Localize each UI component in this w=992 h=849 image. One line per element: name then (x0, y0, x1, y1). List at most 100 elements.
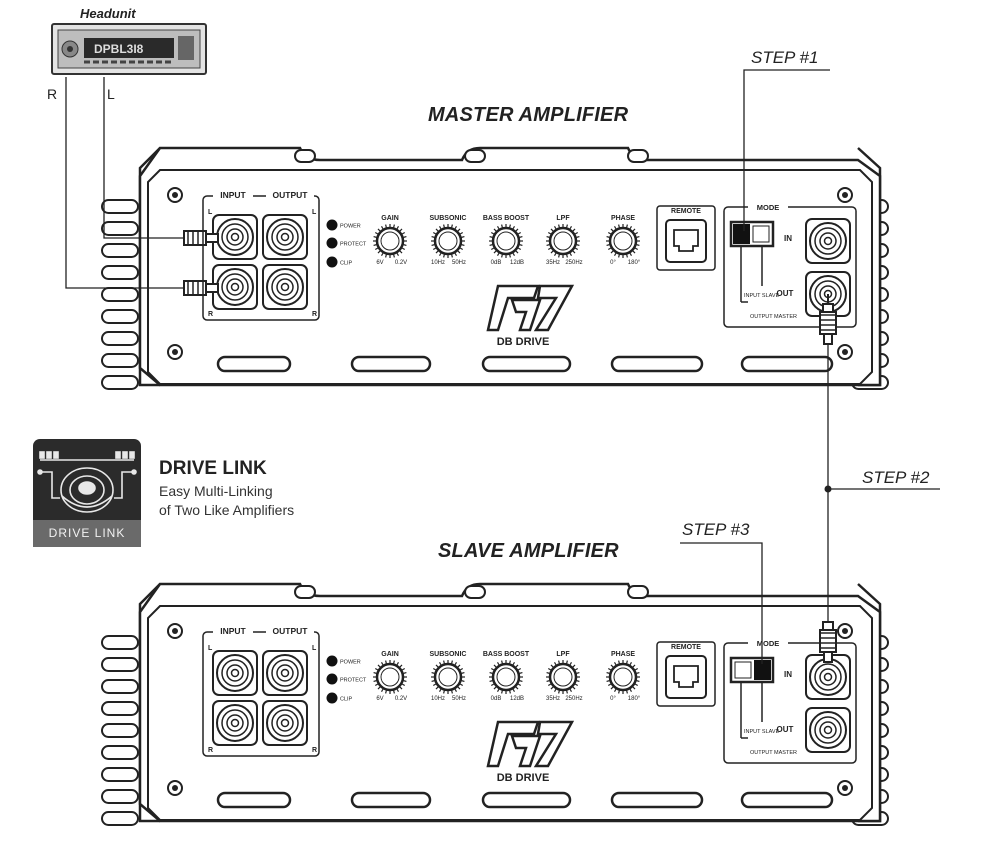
led-label: PROTECT (340, 242, 367, 248)
step1-label: STEP #1 (751, 48, 819, 67)
vent-slot (610, 791, 704, 809)
step2-node (824, 485, 832, 493)
led-label: CLIP (340, 261, 353, 267)
knob-min-label: 6V (376, 696, 383, 702)
input-jack-right (212, 700, 258, 746)
heatsink-fin (101, 309, 139, 324)
channel-left-label: L (208, 209, 213, 216)
output-label: OUTPUT (273, 626, 309, 636)
vent-slot (740, 355, 834, 373)
wiring (65, 69, 940, 664)
heatsink-fin (101, 635, 139, 650)
led-label: POWER (340, 660, 361, 666)
screw-icon (837, 344, 853, 360)
input-jack-left (212, 650, 258, 696)
knob-min-label: 35Hz (546, 696, 560, 702)
knob-icon (431, 660, 465, 694)
output-label: OUTPUT (273, 190, 309, 200)
drive-link-badge-text: DRIVE LINK (49, 526, 126, 540)
channel-right-label: R (208, 747, 213, 754)
drive-link-subtitle-2: of Two Like Amplifiers (159, 502, 295, 518)
output-jack-right (262, 264, 308, 310)
rca-plug-icon (819, 621, 837, 663)
knob-label: BASS BOOST (483, 651, 530, 658)
knob-icon (489, 660, 523, 694)
right-channel-wire (65, 77, 184, 289)
knob-icon (606, 224, 640, 258)
knob-max-label: 12dB (510, 260, 524, 266)
vent-slot (350, 355, 432, 373)
led-indicator (326, 219, 338, 231)
drive-link-badge: DRIVE LINK (33, 439, 141, 547)
knob-max-label: 180° (628, 696, 641, 702)
led-indicator (326, 673, 338, 685)
vent-slot (216, 355, 292, 373)
heatsink-fin (101, 657, 139, 672)
knob-max-label: 12dB (510, 696, 524, 702)
knob-icon (489, 224, 523, 258)
heatsink-fin (101, 679, 139, 694)
heatsink-fin (101, 331, 139, 346)
rca-plug-icon (819, 303, 837, 345)
channel-left-label: L (312, 209, 317, 216)
knob-min-label: 6V (376, 260, 383, 266)
channel-left-label: L (312, 645, 317, 652)
screw-icon (167, 623, 183, 639)
output-jack-left (262, 650, 308, 696)
heatsink-fin (101, 265, 139, 280)
vent-slot (740, 791, 834, 809)
link-in-jack (805, 654, 851, 700)
heatsink-fin (101, 199, 139, 214)
g7-logo: DB DRIVE (486, 720, 575, 784)
vent-slot (216, 791, 292, 809)
switch-input-slave-label: INPUT SLAVE (744, 729, 780, 735)
knob-icon (606, 660, 640, 694)
knob-min-label: 0dB (491, 260, 502, 266)
link-in-jack (805, 218, 851, 264)
screw-icon (837, 780, 853, 796)
screw-icon (167, 780, 183, 796)
switch-output-master-label: OUTPUT MASTER (750, 314, 797, 320)
input-label: INPUT (220, 190, 246, 200)
step2-label: STEP #2 (862, 468, 930, 487)
input-label: INPUT (220, 626, 246, 636)
knob-min-label: 0° (610, 696, 616, 702)
mode-switch-knob (754, 660, 771, 680)
headunit-display: DPBL3I8 (94, 42, 144, 56)
knob-min-label: 10Hz (431, 260, 445, 266)
heatsink-fin (101, 789, 139, 804)
step3-callout (680, 542, 763, 664)
led-label: PROTECT (340, 678, 367, 684)
drive-link-subtitle-1: Easy Multi-Linking (159, 483, 273, 499)
vent-slot (610, 355, 704, 373)
heatsink-fin (101, 287, 139, 302)
mode-label: MODE (757, 203, 780, 212)
remote-label: REMOTE (671, 644, 701, 651)
step3-label: STEP #3 (682, 520, 750, 539)
headunit-right-label: R (47, 86, 58, 102)
knob-icon (546, 660, 580, 694)
in-label: IN (784, 234, 792, 243)
knob-icon (373, 660, 407, 694)
screw-icon (167, 187, 183, 203)
switch-output-master-label: OUTPUT MASTER (750, 750, 797, 756)
switch-input-slave-label: INPUT SLAVE (744, 293, 780, 299)
knob-max-label: 250Hz (565, 260, 582, 266)
knob-min-label: 35Hz (546, 260, 560, 266)
output-jack-left (262, 214, 308, 260)
led-label: CLIP (340, 697, 353, 703)
heatsink-fin (101, 767, 139, 782)
vent-slot (481, 791, 572, 809)
input-jack-left (212, 214, 258, 260)
led-indicator (326, 692, 338, 704)
heatsink-fin (101, 723, 139, 738)
knob-icon (546, 224, 580, 258)
knob-label: SUBSONIC (430, 651, 467, 658)
heatsink-fin (101, 701, 139, 716)
screw-icon (167, 344, 183, 360)
led-indicator (326, 655, 338, 667)
heatsink-fin (101, 811, 139, 826)
knob-icon (431, 224, 465, 258)
